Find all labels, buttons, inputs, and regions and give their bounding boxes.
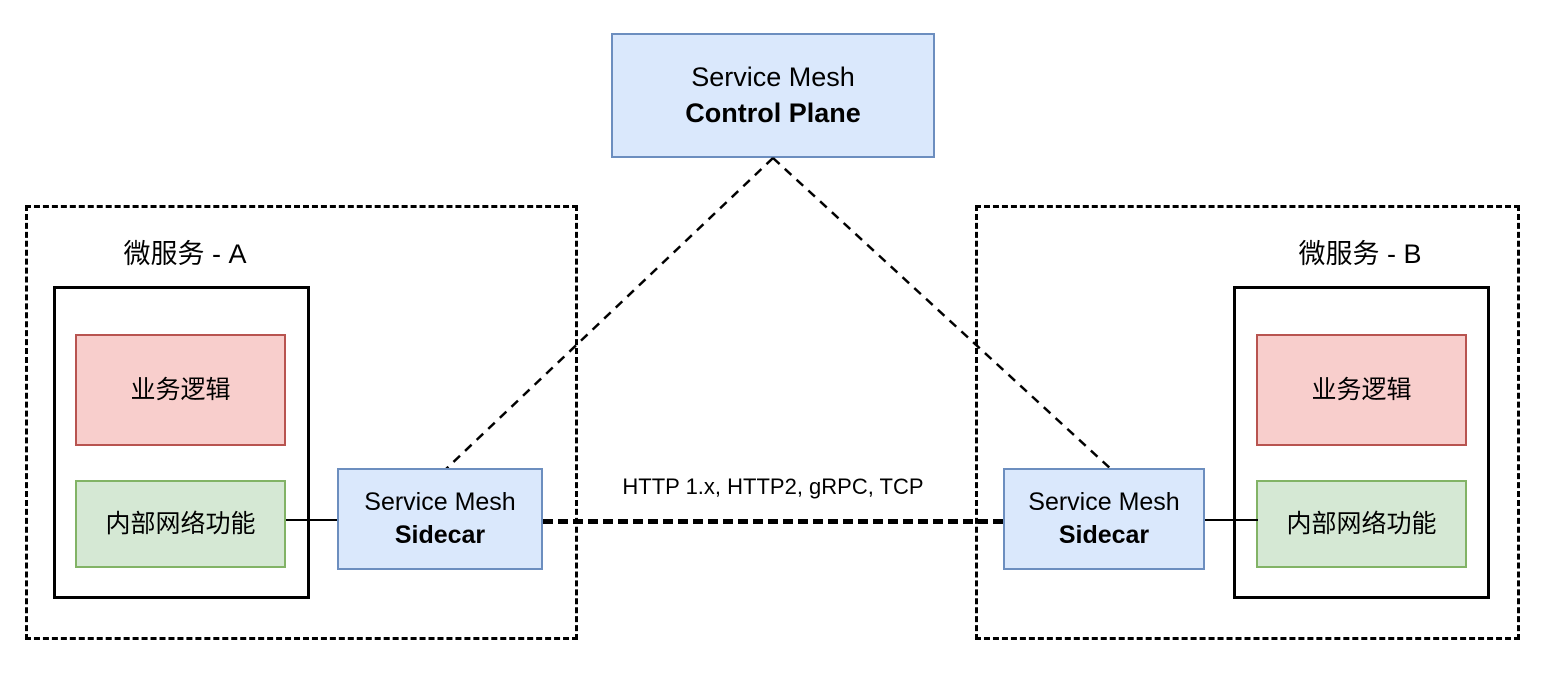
microservice-a-business-logic-box[interactable]: 业务逻辑	[75, 334, 286, 446]
sidecar-a-line2: Sidecar	[394, 521, 486, 549]
control-plane-box[interactable]: Service Mesh Control Plane	[611, 33, 935, 158]
control-plane-line2: Control Plane	[685, 97, 861, 128]
sidecar-b-box[interactable]: Service Mesh Sidecar	[1003, 468, 1205, 570]
microservice-a-network-to-sidecar-connector	[286, 519, 339, 521]
microservice-b-business-logic-box[interactable]: 业务逻辑	[1256, 334, 1467, 446]
control-plane-line1: Service Mesh	[691, 61, 855, 92]
microservice-a-business-logic-label: 业务逻辑	[130, 375, 231, 404]
sidecar-b-line1: Service Mesh	[1028, 488, 1180, 516]
microservice-b-internal-network-label: 内部网络功能	[1286, 509, 1437, 538]
microservice-a-title: 微服务 - A	[123, 239, 247, 269]
sidecar-b-line2: Sidecar	[1058, 521, 1150, 549]
sidecar-a-line1: Service Mesh	[364, 488, 516, 516]
microservice-b-business-logic-label: 业务逻辑	[1311, 375, 1412, 404]
microservice-b-network-to-sidecar-connector	[1203, 519, 1258, 521]
microservice-a-internal-network-label: 内部网络功能	[105, 509, 256, 538]
protocol-label: HTTP 1.x, HTTP2, gRPC, TCP	[622, 474, 924, 499]
sidecar-a-to-sidecar-b-link	[543, 519, 1003, 524]
sidecar-a-box[interactable]: Service Mesh Sidecar	[337, 468, 543, 570]
microservice-a-internal-network-box[interactable]: 内部网络功能	[75, 480, 286, 568]
microservice-b-internal-network-box[interactable]: 内部网络功能	[1256, 480, 1467, 568]
microservice-b-title: 微服务 - B	[1298, 239, 1422, 269]
